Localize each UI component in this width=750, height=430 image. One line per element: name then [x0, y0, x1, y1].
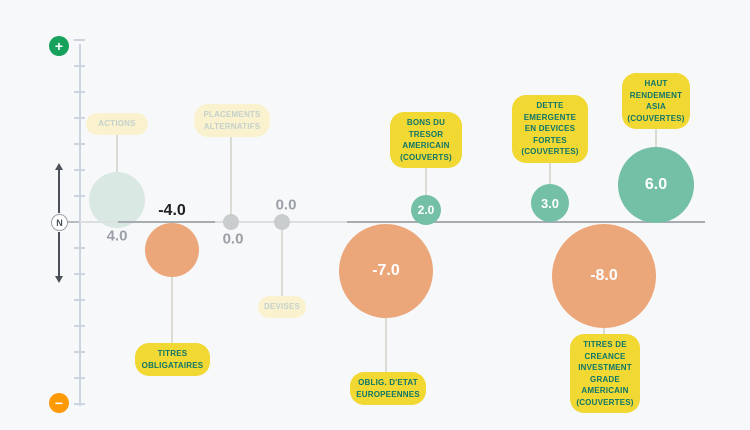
minus-icon: − — [49, 393, 69, 413]
devises-label[interactable]: DEVISES — [258, 296, 306, 318]
haut-rendement-asia-connector — [655, 120, 657, 150]
devises-label-line: DEVISES — [263, 302, 301, 311]
titres-obligataires-label-line: OBLIGATAIRES — [141, 360, 204, 370]
titres-creance-ig-americain-value: -8.0 — [590, 267, 618, 284]
neutral-marker: N — [51, 214, 68, 231]
actions-label[interactable]: ACTIONS — [86, 113, 148, 135]
titres-obligataires-label-line: TITRES — [157, 349, 188, 358]
oblig-etat-europeennes-label[interactable]: OBLIG. D'ETAT EUROPEENNES — [350, 372, 426, 405]
axis-tick — [74, 403, 85, 405]
devises-connector — [281, 222, 283, 300]
haut-rendement-asia-label-line: RENDEMENT — [629, 90, 683, 100]
axis-tick — [74, 299, 85, 301]
bons-tresor-americain-label[interactable]: BONS DU TRESOR AMERICAIN (COUVERTS) — [390, 112, 462, 168]
oblig-etat-europeennes-label-line: OBLIG. D'ETAT — [358, 378, 418, 387]
axis-tick — [74, 377, 85, 379]
axis-tick — [74, 273, 85, 275]
oblig-etat-europeennes-connector — [385, 316, 387, 378]
bons-tresor-americain-bubble[interactable]: 2.0 — [411, 195, 441, 225]
actions-value: 4.0 — [106, 227, 128, 245]
bons-tresor-americain-label-line: AMERICAIN — [402, 141, 450, 150]
titres-obligataires-connector — [171, 275, 173, 350]
haut-rendement-asia-value: 6.0 — [644, 176, 668, 193]
dette-emergente-devises-fortes-label[interactable]: DETTE EMERGENTE EN DEVICES FORTES (COUVERTES… — [512, 95, 588, 163]
zero-line-highlight — [347, 221, 705, 223]
placements-alternatifs-connector — [230, 128, 232, 222]
down-arrow-icon — [58, 232, 60, 277]
placements-alternatifs-label-line: ALTERNATIFS — [203, 121, 261, 131]
bons-tresor-americain-connector — [425, 160, 427, 198]
axis-tick — [74, 65, 85, 67]
up-arrow-head-icon — [54, 163, 63, 170]
neutral-marker-connector — [67, 221, 79, 223]
actions-label-line: ACTIONS — [98, 119, 136, 128]
axis-tick — [74, 91, 85, 93]
axis-tick — [74, 195, 85, 197]
oblig-etat-europeennes-label-line: EUROPEENNES — [356, 389, 420, 399]
titres-creance-ig-americain-label-line: TITRES DE — [583, 340, 627, 349]
devises-value: 0.0 — [275, 196, 297, 214]
zero-line-highlight — [118, 221, 215, 223]
actions-bubble[interactable] — [89, 172, 145, 228]
axis-tick — [74, 143, 85, 145]
titres-creance-ig-americain-label-line: CREANCE — [584, 351, 626, 361]
dette-emergente-devises-fortes-value: 3.0 — [540, 195, 560, 211]
plus-icon: + — [49, 36, 69, 56]
bons-tresor-americain-label-line: (COUVERTS) — [400, 152, 452, 162]
titres-creance-ig-americain-label[interactable]: TITRES DE CREANCE INVESTMENT GRADE AMERICAIN… — [570, 334, 640, 413]
haut-rendement-asia-label[interactable]: HAUT RENDEMENT ASIA (COUVERTES) — [622, 73, 690, 129]
axis-tick — [74, 117, 85, 119]
placements-alternatifs-label-line: PLACEMENTS — [203, 110, 261, 119]
vertical-axis — [79, 44, 81, 406]
axis-tick — [74, 39, 85, 41]
titres-creance-ig-americain-label-line: (COUVERTES) — [576, 397, 634, 407]
devises-marker[interactable] — [274, 214, 290, 230]
titres-obligataires-bubble[interactable] — [145, 223, 199, 277]
dette-emergente-devises-fortes-label-line: DETTE — [536, 101, 564, 110]
actions-connector — [116, 130, 118, 175]
haut-rendement-asia-bubble[interactable]: 6.0 — [618, 147, 694, 223]
axis-tick — [74, 351, 85, 353]
up-arrow-icon — [58, 169, 60, 213]
oblig-etat-europeennes-bubble[interactable]: -7.0 — [339, 224, 433, 318]
bons-tresor-americain-label-line: TRESOR — [408, 129, 444, 139]
axis-tick — [74, 247, 85, 249]
down-arrow-head-icon — [54, 276, 63, 283]
axis-tick — [74, 169, 85, 171]
dette-emergente-devises-fortes-label-line: (COUVERTES) — [521, 147, 579, 156]
titres-creance-ig-americain-label-line: AMERICAIN — [581, 386, 629, 395]
haut-rendement-asia-label-line: (COUVERTES) — [627, 113, 685, 123]
dette-emergente-devises-fortes-connector — [549, 160, 551, 186]
placements-alternatifs-marker[interactable] — [223, 214, 239, 230]
titres-creance-ig-americain-bubble[interactable]: -8.0 — [552, 224, 656, 328]
dette-emergente-devises-fortes-bubble[interactable]: 3.0 — [531, 184, 569, 222]
placements-alternatifs-label[interactable]: PLACEMENTS ALTERNATIFS — [194, 104, 270, 137]
titres-obligataires-value: -4.0 — [158, 202, 186, 219]
axis-tick — [74, 325, 85, 327]
titres-creance-ig-americain-connector — [603, 326, 605, 340]
bons-tresor-americain-label-line: BONS DU — [406, 118, 446, 127]
oblig-etat-europeennes-value: -7.0 — [372, 262, 400, 279]
dette-emergente-devises-fortes-label-line: FORTES — [533, 135, 567, 145]
titres-creance-ig-americain-label-line: GRADE — [590, 374, 620, 384]
titres-obligataires-label[interactable]: TITRES OBLIGATAIRES — [135, 343, 210, 376]
dette-emergente-devises-fortes-label-line: EMERGENTE — [523, 112, 577, 122]
bons-tresor-americain-value: 2.0 — [417, 203, 435, 217]
dette-emergente-devises-fortes-label-line: EN DEVICES — [524, 124, 576, 133]
titres-creance-ig-americain-label-line: INVESTMENT — [578, 363, 632, 372]
haut-rendement-asia-label-line: ASIA — [646, 102, 666, 111]
haut-rendement-asia-label-line: HAUT — [644, 79, 668, 88]
placements-alternatifs-value: 0.0 — [222, 230, 244, 248]
